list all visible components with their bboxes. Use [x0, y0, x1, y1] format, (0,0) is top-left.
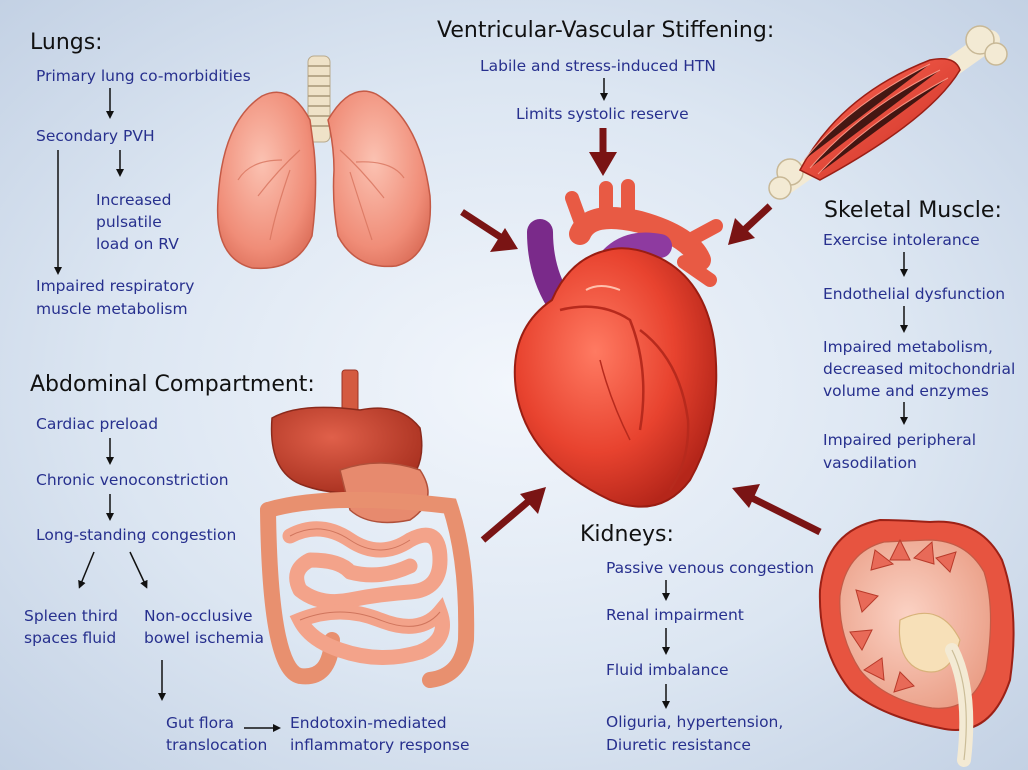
kidneys-item-oliguria-line2: Diuretic resistance: [606, 735, 751, 756]
lungs-item-primary-comorbidities: Primary lung co-morbidities: [36, 66, 251, 87]
skeletal-muscle-heading: Skeletal Muscle:: [824, 198, 1002, 224]
skeletal-item-metabolism-line3: volume and enzymes: [823, 381, 989, 402]
abdominal-item-bowel-ischemia-line1: Non-occlusive: [144, 606, 253, 627]
vascular-item-systolic-reserve: Limits systolic reserve: [516, 104, 689, 125]
abdominal-item-gut-flora-line2: translocation: [166, 735, 267, 756]
kidney-to-heart-arrow: [732, 484, 820, 532]
kidneys-item-renal-impairment: Renal impairment: [606, 605, 744, 626]
kidneys-item-venous-congestion: Passive venous congestion: [606, 558, 814, 579]
flow-arrow: [80, 552, 94, 586]
kidneys-item-fluid-imbalance: Fluid imbalance: [606, 660, 729, 681]
skeletal-item-vasodilation-line1: Impaired peripheral: [823, 430, 976, 451]
abdominal-item-cardiac-preload: Cardiac preload: [36, 414, 158, 435]
skeletal-item-metabolism-line1: Impaired metabolism,: [823, 337, 993, 358]
lungs-item-pulsatile-load-line3: load on RV: [96, 234, 179, 255]
abdominal-item-congestion: Long-standing congestion: [36, 525, 236, 546]
abdominal-item-endotoxin-line2: inflammatory response: [290, 735, 470, 756]
skeletal-item-endothelial: Endothelial dysfunction: [823, 284, 1005, 305]
heart-illustration: [515, 186, 717, 507]
flow-arrow: [130, 552, 146, 586]
abdominal-item-spleen-line1: Spleen third: [24, 606, 118, 627]
abdominal-item-endotoxin-line1: Endotoxin-mediated: [290, 713, 447, 734]
lungs-heading: Lungs:: [30, 30, 103, 56]
vascular-item-labile-htn: Labile and stress-induced HTN: [480, 56, 716, 77]
lungs-illustration: [218, 56, 431, 268]
abdominal-item-spleen-line2: spaces fluid: [24, 628, 116, 649]
lungs-item-pulsatile-load-line1: Increased: [96, 190, 171, 211]
abdomen-to-heart-arrow: [483, 487, 546, 540]
vascular-heading: Ventricular-Vascular Stiffening:: [437, 18, 774, 44]
abdominal-item-gut-flora-line1: Gut flora: [166, 713, 234, 734]
kidneys-heading: Kidneys:: [580, 522, 674, 548]
abdominal-heading: Abdominal Compartment:: [30, 372, 315, 398]
lungs-item-respiratory-line2: muscle metabolism: [36, 299, 188, 320]
skeletal-item-metabolism-line2: decreased mitochondrial: [823, 359, 1015, 380]
vascular-to-heart-arrow: [589, 128, 617, 176]
skeletal-item-vasodilation-line2: vasodilation: [823, 453, 917, 474]
muscle-bone-illustration: [769, 26, 1007, 199]
muscle-to-heart-arrow: [728, 206, 770, 245]
kidney-illustration: [820, 520, 1014, 760]
lungs-to-heart-arrow: [462, 212, 518, 252]
abdominal-organs-illustration: [268, 370, 466, 680]
kidneys-item-oliguria-line1: Oliguria, hypertension,: [606, 712, 783, 733]
lungs-item-respiratory-line1: Impaired respiratory: [36, 276, 194, 297]
lungs-item-secondary-pvh: Secondary PVH: [36, 126, 155, 147]
lungs-item-pulsatile-load-line2: pulsatile: [96, 212, 162, 233]
skeletal-item-exercise-intolerance: Exercise intolerance: [823, 230, 980, 251]
abdominal-item-bowel-ischemia-line2: bowel ischemia: [144, 628, 264, 649]
abdominal-item-venoconstriction: Chronic venoconstriction: [36, 470, 229, 491]
